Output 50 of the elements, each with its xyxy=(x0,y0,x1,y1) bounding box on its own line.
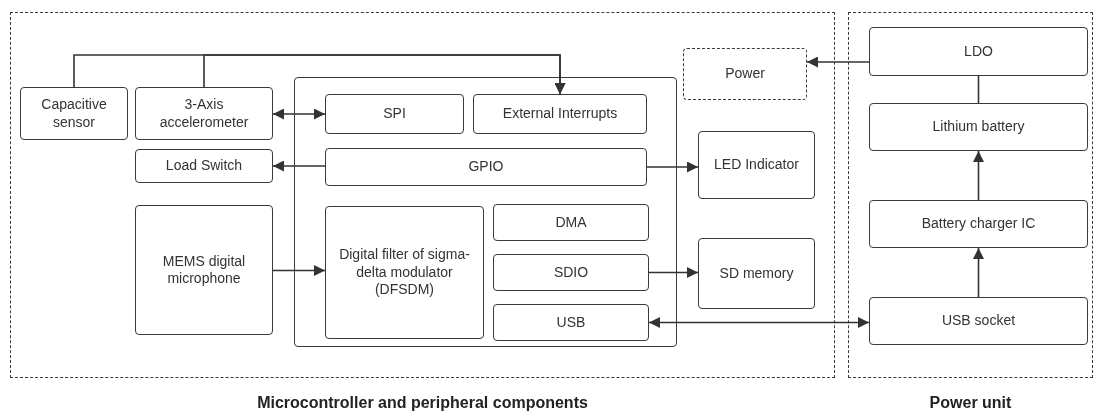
component-label: Power xyxy=(725,65,765,83)
component-label: Digital filter of sigma-delta modulator (DFSDM) xyxy=(338,246,471,299)
component-box xyxy=(325,148,647,186)
component-label: USB socket xyxy=(941,312,1016,330)
component-box xyxy=(493,254,649,291)
component-label: GPIO xyxy=(468,158,504,176)
arrow xyxy=(973,150,984,201)
arrow xyxy=(203,54,566,95)
group-title: Microcontroller and peripheral components xyxy=(257,394,588,412)
arrow xyxy=(646,161,699,173)
component-box xyxy=(135,205,273,335)
arrow xyxy=(272,265,326,276)
component-box xyxy=(698,131,815,199)
arrow xyxy=(272,160,326,172)
component-box xyxy=(473,94,647,134)
group-title: Power unit xyxy=(929,394,1012,412)
component-label: Battery charger IC xyxy=(921,215,1036,233)
component-box xyxy=(683,48,807,100)
connector-line xyxy=(977,75,980,104)
component-label: LDO xyxy=(964,42,993,61)
component-box xyxy=(135,149,273,183)
component-box xyxy=(20,87,128,140)
component-box xyxy=(493,304,649,341)
component-label: SPI xyxy=(383,105,406,123)
component-box xyxy=(869,27,1088,76)
component-label: Capacitive sensor xyxy=(40,96,108,131)
component-box xyxy=(869,200,1088,248)
component-label: External Interrupts xyxy=(502,105,618,123)
arrow xyxy=(272,108,326,120)
arrow xyxy=(973,247,984,298)
component-label: Lithium battery xyxy=(932,118,1025,136)
container-box xyxy=(294,77,677,347)
component-box xyxy=(135,87,273,140)
component-label: DMA xyxy=(555,213,587,232)
component-label: MEMS digital microphone xyxy=(161,252,247,288)
component-box xyxy=(325,206,484,339)
component-label: LED Indicator xyxy=(714,156,799,174)
component-box xyxy=(869,103,1088,151)
component-box xyxy=(698,238,815,309)
arrow xyxy=(648,267,699,278)
component-label: SD memory xyxy=(719,264,794,283)
arrow xyxy=(806,56,870,68)
component-box xyxy=(325,94,464,134)
component-label: 3-Axis accelerometer xyxy=(158,96,250,131)
component-box xyxy=(869,297,1088,345)
component-box xyxy=(493,204,649,241)
component-label: USB xyxy=(556,313,586,332)
arrow xyxy=(648,317,870,328)
component-label: SDIO xyxy=(553,263,589,282)
component-label: Load Switch xyxy=(165,157,243,175)
